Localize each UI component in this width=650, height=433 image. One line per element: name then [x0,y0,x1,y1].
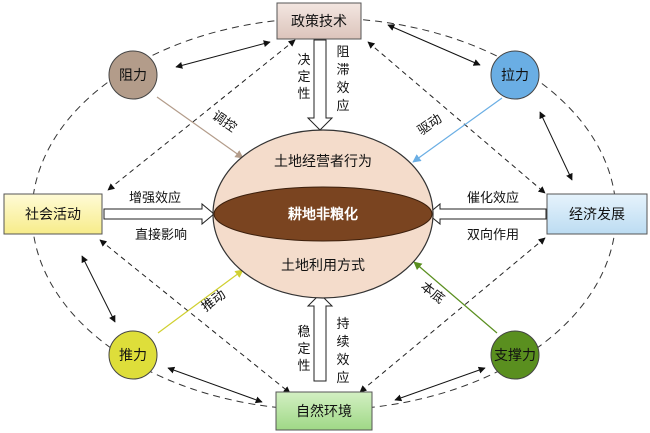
node-policy-label: 政策技术 [291,13,347,30]
force-resistance-circle [108,50,158,100]
node-nature-box [275,391,373,431]
node-social-label: 社会活动 [25,207,81,223]
label-drive: 驱动 [415,112,445,139]
link-economy-nature [359,237,546,393]
link-policy-pull [387,24,481,66]
label-sustain: 持续效应 [336,317,349,386]
node-economy-label: 经济发展 [569,207,625,223]
node-nature-label: 自然环境 [296,403,352,420]
force-push-circle [108,330,158,380]
label-stability: 稳定性 [297,324,310,374]
resistance-arrow [156,96,244,159]
link-pull-economy [539,111,573,181]
force-pull-circle [490,50,540,100]
link-social-push [81,255,116,323]
economy-left-arrow [427,202,547,226]
node-policy-box [276,2,362,40]
nature-up-arrow [306,293,334,382]
policy-down-arrow [306,39,334,131]
center-bottom-label: 土地利用方式 [281,258,365,274]
label-promote: 推动 [199,287,229,315]
link-push-nature [167,366,263,404]
label-block: 阻滞效应 [336,45,349,114]
node-economy-box [546,193,648,235]
force-push-label: 推力 [119,348,147,364]
node-social-box [3,193,103,235]
label-catalyze: 催化效应 [467,190,519,206]
label-essence: 本底 [417,279,447,308]
link-nature-support [394,366,486,402]
force-pull-label: 拉力 [501,68,529,84]
center-core-label: 耕地非粮化 [288,206,358,223]
label-enhance: 增强效应 [129,190,181,206]
link-social-nature [99,239,291,394]
label-direct: 直接影响 [135,227,187,243]
pull-arrow [412,97,503,163]
social-right-arrow [103,202,215,226]
core-band [213,186,433,242]
push-arrow [157,269,244,334]
force-support-label: 支撑力 [494,348,536,364]
support-arrow [413,261,498,334]
link-resistance-policy [175,40,271,69]
label-bidirectional: 双向作用 [467,227,519,243]
label-regulate: 调控 [209,109,239,136]
label-decide: 决定性 [297,53,310,102]
force-support-circle [490,330,540,380]
link-policy-economy [367,41,546,194]
center-top-label: 土地经营者行为 [274,154,372,170]
force-resistance-label: 阻力 [119,68,147,84]
